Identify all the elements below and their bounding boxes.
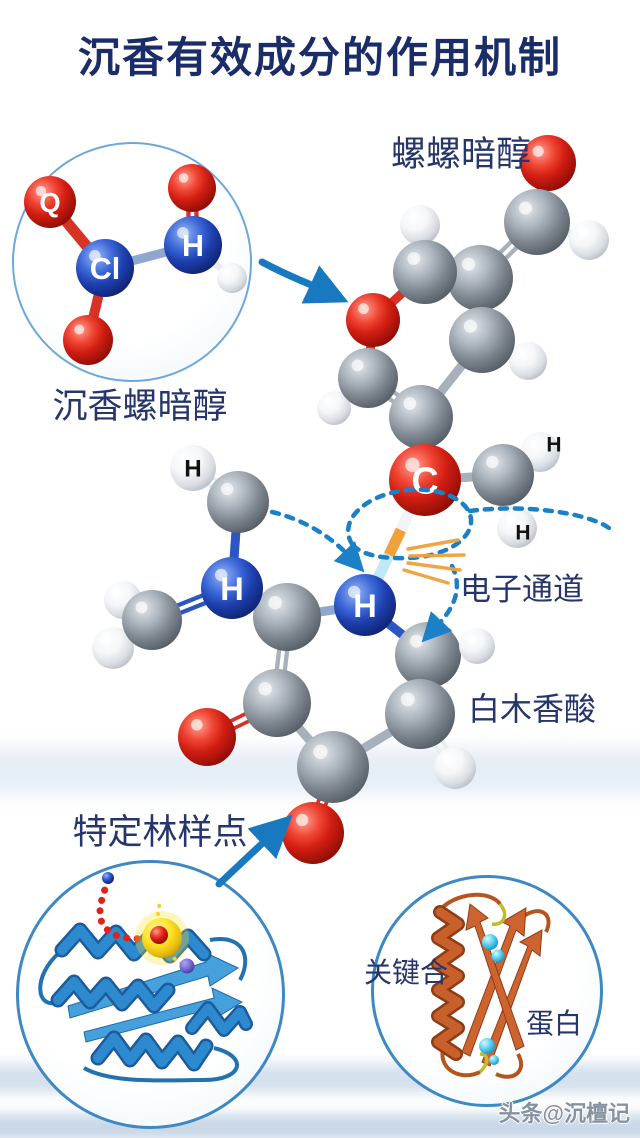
atom-highlight (409, 634, 424, 648)
orange-ray (402, 568, 450, 585)
atom-highlight (578, 227, 586, 236)
atom-sphere-gray (385, 679, 455, 749)
atom-highlight (101, 634, 110, 644)
small-blue-sphere (102, 872, 114, 884)
atom-sphere-gray (504, 189, 570, 255)
atom-sphere-white (434, 747, 476, 789)
dashed-electron-arrow (269, 509, 365, 573)
atom-highlight (518, 201, 533, 215)
blue-arrow (258, 258, 349, 304)
atom-sphere-gray (447, 245, 513, 311)
atom-sphere-gray (472, 444, 534, 506)
orange-ray (406, 538, 460, 551)
protein-ribbon-blue-illustration (38, 872, 253, 1083)
atom-sphere-gray (338, 348, 398, 408)
atom-sphere-white (569, 220, 609, 260)
atom-highlight (485, 455, 499, 469)
atom-sphere-red (282, 802, 344, 864)
atom-highlight (358, 303, 369, 315)
page-title: 沉香有效成分的作用机制 (77, 34, 563, 81)
atom-label: H (546, 434, 561, 457)
atom-sphere-red (168, 164, 216, 212)
atom-highlight (324, 397, 332, 405)
atom-highlight (268, 595, 282, 610)
atom-highlight (529, 439, 537, 448)
atom-highlight (407, 252, 421, 265)
atom-highlight (400, 692, 415, 707)
atom-highlight (463, 319, 478, 333)
atom-highlight (313, 744, 328, 760)
label-key-binding: 关键合 (363, 957, 449, 988)
atom-sphere-gray (243, 669, 311, 737)
label-protein: 蛋白 (525, 1008, 583, 1039)
atom-sphere-red (63, 315, 113, 365)
red-bead-chain (96, 876, 162, 946)
watermark: 头条@沉檀记 (498, 1101, 630, 1126)
atom-label: H (182, 229, 204, 263)
atom-sphere-gray (449, 307, 515, 373)
atom-sphere-gray (122, 590, 182, 650)
atom-highlight (89, 250, 101, 262)
atom-highlight (178, 173, 189, 183)
label-electron-channel: 电子通道 (460, 572, 584, 607)
atom-highlight (532, 145, 544, 157)
atom-sphere-gray (389, 385, 453, 449)
label-spiro-alcohol: 螺螺暗醇 (390, 135, 532, 174)
atom-highlight (258, 681, 272, 696)
orange-ray (406, 561, 462, 572)
atom-sphere-gray (297, 731, 369, 803)
atom-highlight (409, 212, 417, 221)
dashed-electron-arrow (421, 563, 460, 643)
atom-sphere-red (346, 293, 400, 347)
atom-sphere-white (459, 628, 495, 664)
atom-highlight (214, 568, 228, 582)
atom-label: H (220, 571, 244, 607)
atom-highlight (443, 754, 452, 764)
atom-sphere-gray (393, 240, 457, 304)
atom-sphere-gray (395, 622, 461, 688)
orange-ray (408, 553, 466, 558)
atom-highlight (35, 185, 47, 197)
atom-label: Cl (90, 252, 120, 286)
atom-label: H (184, 456, 201, 483)
atom-highlight (74, 324, 85, 335)
atom-highlight (405, 457, 420, 473)
atom-sphere-white (509, 342, 547, 380)
small-purple-sphere (179, 958, 195, 974)
atom-highlight (347, 585, 361, 599)
atom-highlight (191, 719, 203, 731)
atom-sphere-white (400, 205, 440, 245)
atom-label: H (515, 522, 530, 545)
atom-highlight (295, 813, 309, 827)
atom-highlight (180, 453, 190, 463)
dashed-electron-arrow (467, 506, 612, 531)
atom-highlight (220, 482, 234, 496)
blue-arrow (215, 815, 293, 888)
atom-highlight (223, 268, 230, 275)
atom-sphere-gray (253, 583, 321, 651)
atom-highlight (517, 349, 526, 357)
atom-highlight (467, 634, 475, 643)
protein-ribbon-orange-illustration (431, 892, 551, 1079)
atom-label: H (353, 588, 377, 624)
atom-highlight (461, 257, 476, 271)
atom-highlight (506, 515, 514, 524)
atom-highlight (135, 601, 148, 614)
atom-sphere-red (178, 708, 236, 766)
atom-highlight (177, 227, 189, 239)
atom-sphere-white (217, 263, 247, 293)
dashed-electron-arrow (345, 487, 474, 561)
label-binding-site: 特定林样点 (72, 813, 248, 852)
atom-highlight (351, 359, 364, 372)
effects-layer (215, 258, 612, 888)
electron-channel-bond (384, 527, 406, 558)
atom-highlight (403, 397, 417, 410)
atom-highlight (112, 588, 121, 596)
label-baimuxiang-acid: 白木香酸 (467, 691, 597, 727)
label-agar-spiro: 沉香螺暗醇 (52, 387, 228, 426)
atom-label: C (411, 461, 438, 503)
atom-label: Q (39, 187, 60, 218)
atom-sphere-gray (207, 471, 269, 533)
